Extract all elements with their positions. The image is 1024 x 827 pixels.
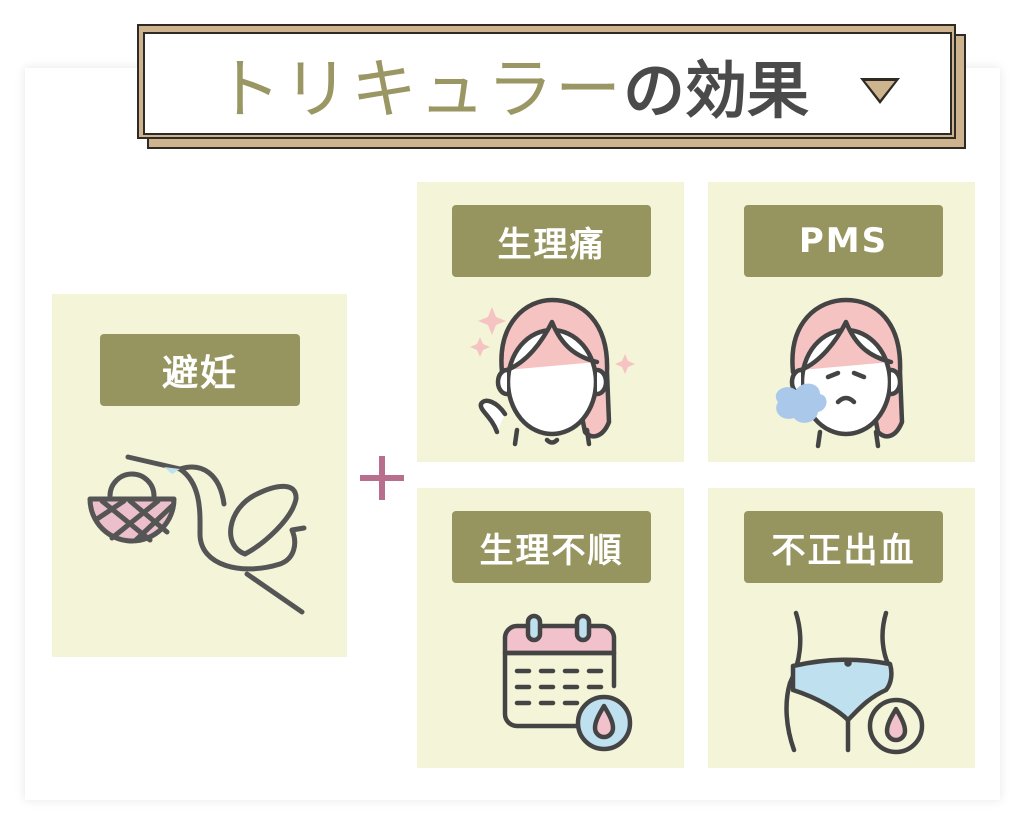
effect-panel-period-pain: 生理痛 <box>417 182 684 462</box>
stork-with-basket-icon <box>87 454 307 615</box>
relieved-woman-icon <box>470 297 635 447</box>
effect-panel-pms: PMS <box>708 182 975 462</box>
calendar-drop-icon <box>502 613 633 752</box>
effect-label: PMS <box>744 205 943 277</box>
sighing-woman-icon <box>775 297 905 449</box>
triangle-down-icon[interactable] <box>860 78 900 104</box>
title-text: トリキュラーの効果 <box>215 36 809 132</box>
effect-label: 生理不順 <box>452 511 651 583</box>
underwear-drop-icon <box>784 610 925 755</box>
effect-label: 不正出血 <box>744 511 943 583</box>
effect-label: 避妊 <box>100 334 300 406</box>
title-suffix: の効果 <box>623 53 810 127</box>
effect-label: 生理痛 <box>452 205 651 277</box>
title-product-name: トリキュラー <box>215 50 623 128</box>
section-title: トリキュラーの効果 <box>143 32 952 135</box>
effect-panel-irregular-period: 生理不順 <box>417 488 684 768</box>
effect-panel-irregular-bleeding: 不正出血 <box>708 488 975 768</box>
plus-icon <box>360 456 404 500</box>
effect-panel-contraception: 避妊 <box>52 294 347 657</box>
